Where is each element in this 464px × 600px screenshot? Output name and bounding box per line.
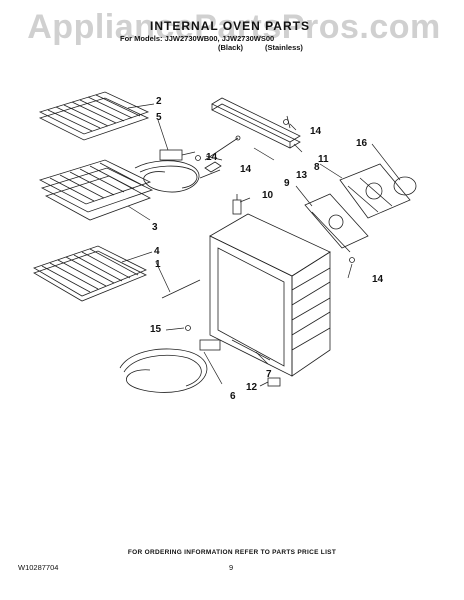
callout-7: 7 [266,369,272,380]
callout-4: 4 [154,246,160,257]
cavity-strip [231,339,271,361]
rack-support-rod [161,279,201,299]
callout-9: 9 [284,178,290,189]
finish-stainless-label: (Stainless) [265,43,303,52]
callout-16: 16 [356,138,368,149]
light-socket [232,194,242,215]
callout-6: 6 [230,391,236,402]
page-number: 9 [229,563,234,572]
sensor-probe [199,135,241,179]
page-title: INTERNAL OVEN PARTS [150,19,310,33]
callout-14d: 14 [372,274,384,285]
fan-blade [393,176,417,196]
callout-14a: 14 [310,126,322,137]
watermark: AppliancePartsPros.com [27,8,441,46]
oven-cavity [209,213,331,377]
oven-rack-lower [33,245,147,302]
callout-2: 2 [156,96,162,107]
callout-14c: 14 [240,164,252,175]
callout-11: 11 [318,154,329,165]
callout-14b: 14 [206,152,218,163]
callout-1: 1 [155,259,161,270]
oven-rack-upper [38,91,150,141]
callout-10: 10 [262,190,274,201]
ordering-note: FOR ORDERING INFORMATION REFER TO PARTS … [127,549,337,556]
callout-13: 13 [296,170,308,181]
callout-5: 5 [156,112,162,123]
broil-element [134,149,200,193]
screw-icon [283,119,289,125]
screw-icon [185,325,191,331]
screw-icon [349,257,355,263]
bake-element [119,339,221,393]
top-vent-bracket [211,97,301,149]
oven-rack-extension [38,159,154,221]
callout-3: 3 [152,222,158,233]
document-number: W10287704 [18,563,59,572]
model-list: For Models: JJW2730WB00, JJW2730WS00 [120,34,275,43]
screw-icon [195,155,201,161]
callout-15: 15 [150,324,162,335]
convection-fan-cover [304,193,369,253]
finish-black-label: (Black) [218,43,244,52]
callout-8: 8 [314,162,320,173]
callout-12: 12 [246,382,258,393]
convection-fan-assembly [339,163,411,219]
